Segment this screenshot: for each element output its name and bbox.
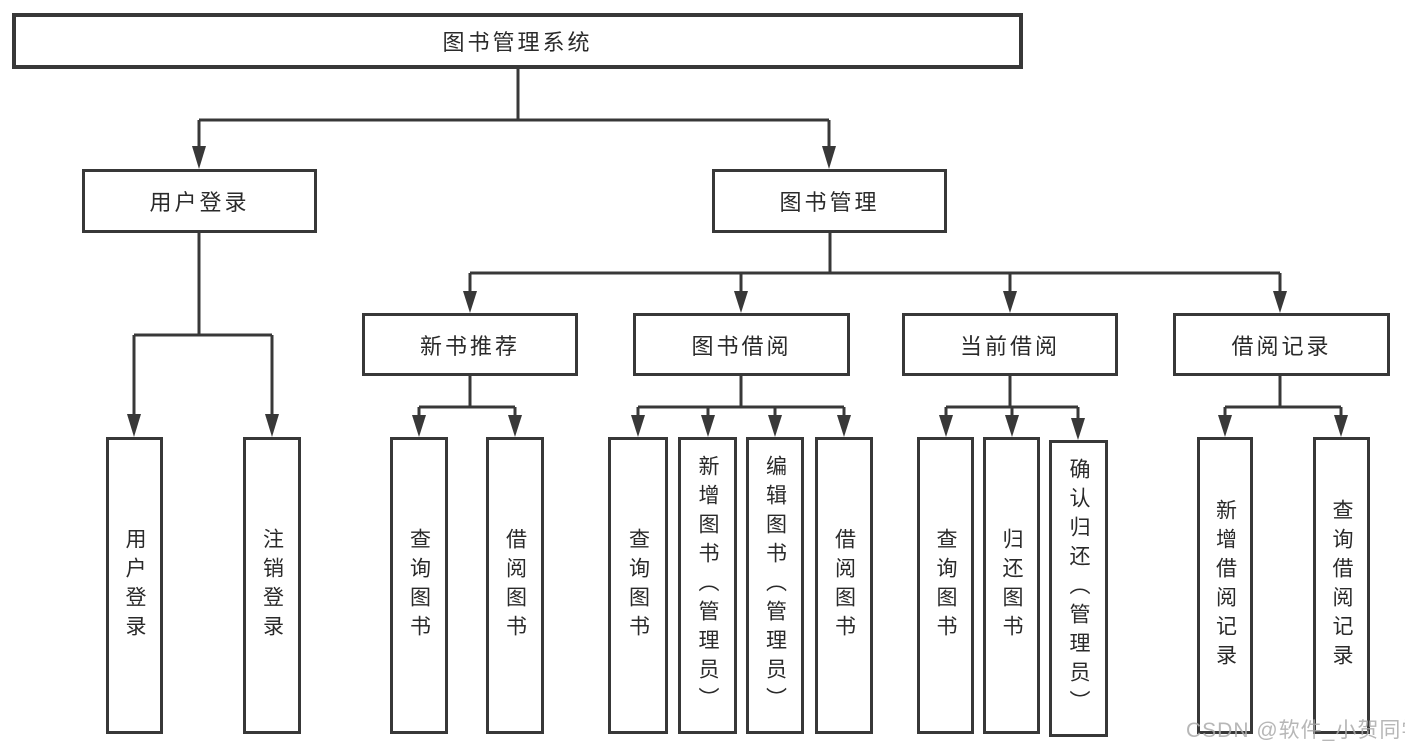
leaf-add-borrow-record: 新增借阅记录 <box>1197 437 1253 734</box>
leaf-return-book-label: 归还图书 <box>1000 527 1024 644</box>
leaf-borrow-query-book-label: 查询图书 <box>626 527 650 644</box>
leaf-user-login-label: 用户登录 <box>123 527 147 644</box>
node-borrow-records: 借阅记录 <box>1173 313 1390 376</box>
leaf-query-borrow-record: 查询借阅记录 <box>1313 437 1370 734</box>
node-root: 图书管理系统 <box>12 13 1023 69</box>
leaf-recommend-query-book-label: 查询图书 <box>407 527 431 644</box>
leaf-borrow-book: 借阅图书 <box>815 437 873 734</box>
node-user-login-label: 用户登录 <box>149 190 250 215</box>
leaf-logout: 注销登录 <box>243 437 301 734</box>
leaf-add-book-admin: 新增图书（管理员） <box>678 437 737 734</box>
leaf-borrow-book-label: 借阅图书 <box>832 527 856 644</box>
csdn-watermark: CSDN @软件_小贺同学 <box>1186 719 1405 742</box>
leaf-borrow-query-book: 查询图书 <box>608 437 668 734</box>
node-book-management: 图书管理 <box>712 169 947 233</box>
leaf-add-borrow-record-label: 新增借阅记录 <box>1213 498 1237 673</box>
leaf-logout-label: 注销登录 <box>260 527 284 644</box>
node-current-borrow-label: 当前借阅 <box>959 333 1060 359</box>
node-book-borrow-label: 图书借阅 <box>691 333 792 359</box>
leaf-recommend-borrow-book-label: 借阅图书 <box>503 527 527 644</box>
node-user-login: 用户登录 <box>82 169 317 233</box>
node-new-book-recommend-label: 新书推荐 <box>419 333 520 359</box>
node-borrow-records-label: 借阅记录 <box>1231 333 1332 359</box>
node-current-borrow: 当前借阅 <box>902 313 1118 376</box>
node-book-management-label: 图书管理 <box>779 190 880 215</box>
leaf-current-query-book: 查询图书 <box>917 437 974 734</box>
leaf-confirm-return-admin-label: 确认归还（管理员） <box>1067 458 1091 719</box>
arrowheads <box>127 146 1348 440</box>
leaf-return-book: 归还图书 <box>983 437 1040 734</box>
leaf-current-query-book-label: 查询图书 <box>934 527 958 644</box>
node-new-book-recommend: 新书推荐 <box>362 313 578 376</box>
node-book-borrow: 图书借阅 <box>633 313 850 376</box>
leaf-edit-book-admin-label: 编辑图书（管理员） <box>763 455 787 716</box>
leaf-recommend-query-book: 查询图书 <box>390 437 448 734</box>
leaf-confirm-return-admin: 确认归还（管理员） <box>1049 440 1108 737</box>
leaf-user-login: 用户登录 <box>106 437 163 734</box>
node-root-label: 图书管理系统 <box>442 30 593 55</box>
leaf-edit-book-admin: 编辑图书（管理员） <box>746 437 804 734</box>
leaf-add-book-admin-label: 新增图书（管理员） <box>696 455 720 716</box>
leaf-recommend-borrow-book: 借阅图书 <box>486 437 544 734</box>
leaf-query-borrow-record-label: 查询借阅记录 <box>1330 498 1354 673</box>
